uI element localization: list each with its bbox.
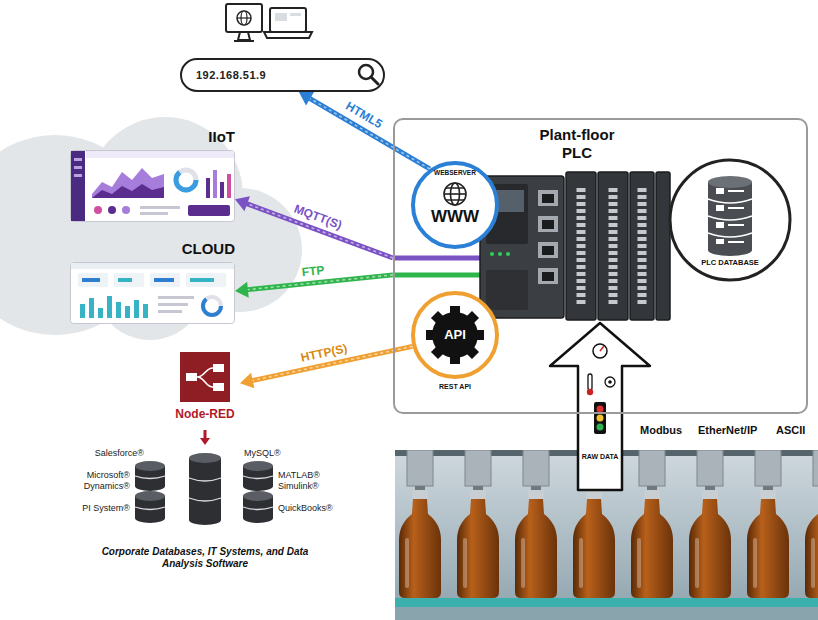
node-red-box: Node-RED (170, 352, 240, 430)
connector-group (235, 196, 393, 258)
edge-label-holder: HTML5 (344, 99, 386, 131)
computer-icons (226, 4, 312, 41)
arrow-head (240, 373, 254, 389)
label-holder: MySQL® (244, 448, 304, 459)
protocol-label: HTML5 (344, 99, 386, 131)
plc-hardware (480, 172, 670, 320)
connector-hatching (245, 203, 393, 258)
connector-hatching (308, 98, 429, 169)
rest-api-circle: APIREST API (410, 290, 500, 380)
protocol-name: Modbus (640, 424, 692, 437)
cloud-dashboard: CLOUD (70, 240, 235, 325)
software-name: QuickBooks® (278, 503, 348, 514)
connector-group (299, 92, 430, 169)
arrow-head (235, 282, 249, 298)
magnifier-icon (355, 61, 381, 87)
software-name: Salesforce® (82, 448, 144, 459)
protocol-wire-stubs (393, 258, 488, 275)
raw-data-arrow (550, 323, 650, 490)
node-title: WEBSERVER (434, 169, 476, 177)
software-name: MySQL® (244, 448, 304, 459)
protocol-label: FTP (301, 263, 325, 279)
node-title: CLOUD (182, 240, 235, 258)
software-name: Microsoft® Dynamics® (55, 470, 130, 492)
node-title: 192.168.51.9 (196, 69, 266, 81)
label-holder: ASCII (776, 424, 814, 437)
arrow-head (200, 438, 210, 445)
node-title: IIoT (208, 128, 235, 146)
database-icons (135, 453, 273, 525)
label-holder: QuickBooks® (278, 503, 348, 514)
iiot-dashboard: IIoT (70, 128, 235, 223)
connector-group (235, 275, 393, 298)
software-name: MATLAB® Simulink® (278, 470, 340, 492)
label-holder: MATLAB® Simulink® (278, 470, 340, 492)
node-title: Node-RED (175, 407, 234, 421)
label-holder: Modbus (640, 424, 692, 437)
label-holder: Microsoft® Dynamics® (55, 470, 130, 492)
protocol-connector (245, 203, 393, 258)
node-title: Plant-floor PLC (527, 126, 627, 162)
label-holder: EtherNet/IP (698, 424, 770, 437)
url-search-bar: 192.168.51.9 (180, 58, 385, 92)
cloud-shape (0, 117, 302, 340)
node-red-icon (170, 352, 240, 402)
arrow-head (299, 92, 314, 106)
plc-database-circle: PLC DATABASE (668, 158, 792, 282)
protocol-name: EtherNet/IP (698, 424, 770, 437)
protocol-connector (308, 98, 429, 169)
connector-group (200, 430, 210, 445)
label-holder: Salesforce® (82, 448, 144, 459)
dashboard-screenshot (70, 262, 235, 324)
node-title: PLC DATABASE (701, 258, 759, 267)
node-text: REST API (439, 382, 471, 391)
dashboard-screenshot (70, 150, 235, 222)
edge-label-holder: FTP (301, 263, 325, 279)
plc-panel: Plant-floor PLCWEBSERVERWWWAPIREST APIPL… (393, 118, 808, 414)
arrow-head (235, 196, 250, 211)
signal-label: RAW DATA (578, 452, 622, 461)
software-name: PI System® (60, 503, 130, 514)
node-title: Corporate Databases, IT Systems, and Dat… (80, 546, 330, 570)
label-holder: PI System® (60, 503, 130, 514)
protocol-name: ASCII (776, 424, 814, 437)
node-title: API (444, 327, 466, 342)
webserver-circle: WEBSERVER WWW (410, 160, 500, 250)
node-text: WWW (431, 208, 479, 226)
label-holder: RAW DATA (578, 452, 622, 461)
